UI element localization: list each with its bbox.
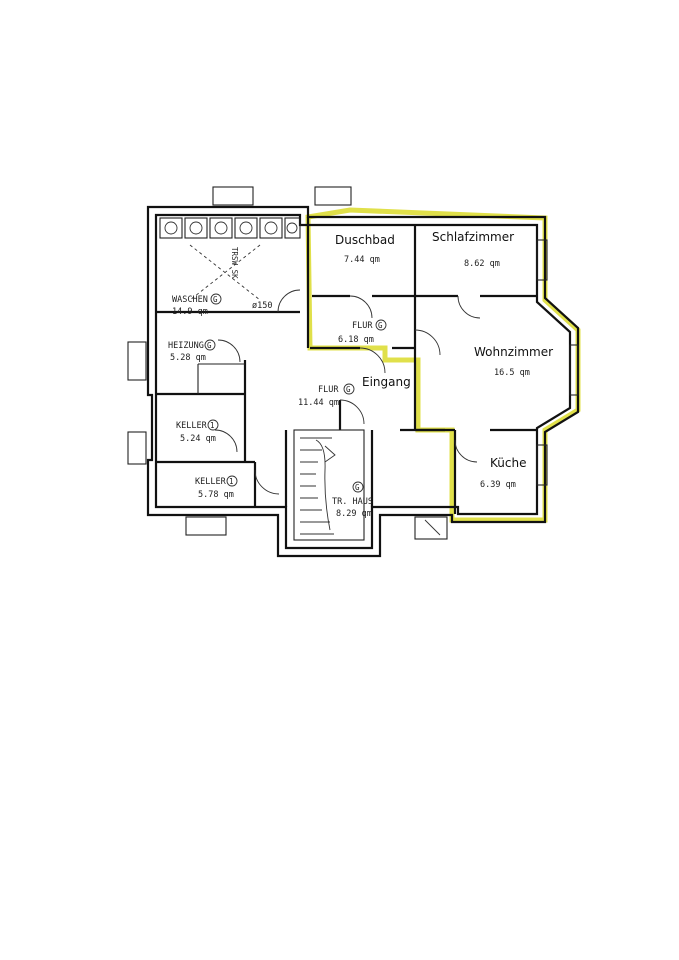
keller2-marker — [226, 475, 238, 487]
staircase — [293, 429, 365, 541]
heizung-marker-g: G — [207, 341, 212, 350]
schlafzimmer-name: Schlafzimmer — [432, 230, 514, 244]
treppenhaus-name: TR. HAUS — [332, 497, 373, 507]
duschbad-name: Duschbad — [335, 233, 395, 247]
kueche-name: Küche — [490, 456, 526, 470]
flur-main-marker-g: G — [346, 385, 351, 394]
flur-upper-name: FLUR — [352, 321, 373, 331]
flur-upper-area: 6.18 qm — [338, 335, 374, 345]
kueche-area: 6.39 qm — [480, 480, 516, 490]
treppenhaus-marker — [352, 481, 364, 493]
eingang-label: Eingang — [362, 375, 411, 389]
keller1-name: KELLER — [176, 421, 208, 431]
heizung-name: HEIZUNG — [168, 341, 204, 351]
flur-main-area: 11.44 qm — [298, 398, 339, 408]
keller1-area: 5.24 qm — [180, 434, 216, 444]
doors — [214, 289, 481, 536]
treppenhaus-marker-g: G — [355, 483, 360, 492]
waschen-marker — [210, 293, 222, 305]
waschen-area: 14.9 qm — [172, 307, 208, 317]
flur-main-marker — [343, 383, 355, 395]
wohnzimmer-name: Wohnzimmer — [474, 345, 553, 359]
pipe-label: ø150 — [252, 301, 272, 311]
keller2-area: 5.78 qm — [198, 490, 234, 500]
washing-machines — [159, 217, 301, 301]
outer-walls — [146, 205, 580, 558]
heizung-area: 5.28 qm — [170, 353, 206, 363]
keller1-marker — [207, 419, 219, 431]
flur-upper-marker-g: G — [378, 321, 383, 330]
keller1-marker-1: 1 — [210, 421, 215, 430]
heizung-marker — [204, 339, 216, 351]
waschen-marker-g: G — [213, 295, 218, 304]
keller2-name: KELLER — [195, 477, 227, 487]
keller2-marker-1: 1 — [229, 477, 234, 486]
schlafzimmer-area: 8.62 qm — [464, 259, 500, 269]
duschbad-area: 7.44 qm — [344, 255, 380, 265]
windows — [127, 186, 579, 540]
flur-upper-marker — [375, 319, 387, 331]
flur-main-name: FLUR — [318, 385, 339, 395]
vertical-note: TRSW SK — [230, 247, 239, 279]
wohnzimmer-area: 16.5 qm — [494, 368, 530, 378]
treppenhaus-area: 8.29 qm — [336, 509, 372, 519]
waschen-name: WASCHEN — [172, 295, 208, 305]
